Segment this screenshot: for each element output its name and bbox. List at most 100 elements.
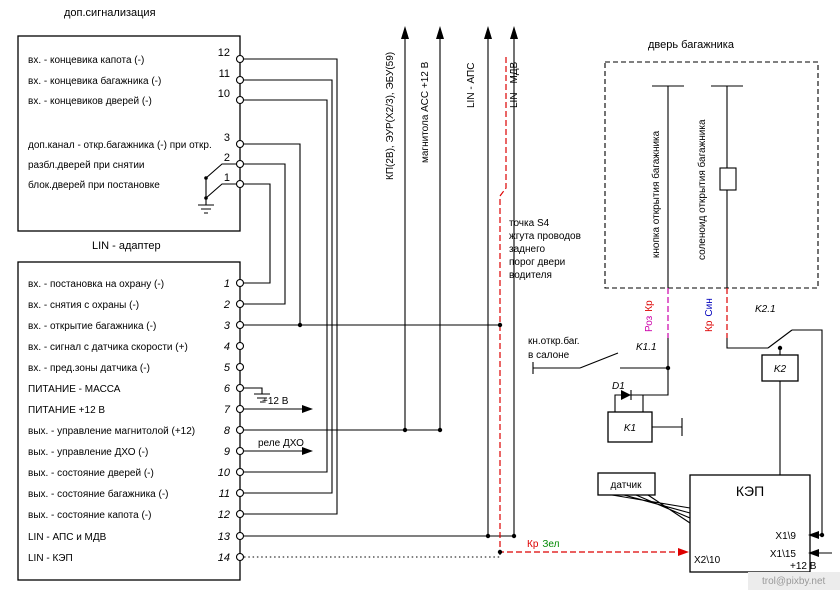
wire-label-kr-sin: КрСин — [704, 298, 715, 332]
lin-pin-label: вых. - состояние капота (-) — [28, 510, 151, 521]
wire-hood-status — [244, 58, 338, 515]
arrow-up-icon — [436, 26, 444, 39]
alarm-pin-number: 3 — [224, 132, 230, 144]
lin-pin-label: вх. - пред.зоны датчика (-) — [28, 363, 150, 374]
wire-color-word: Кр — [527, 539, 539, 550]
switch-symbol-k11 — [532, 352, 668, 374]
bus-label: КП(2В), ЭУР(Х2/3), ЭБУ(59) — [385, 52, 396, 180]
watermark-background — [748, 572, 840, 590]
lin-pin-number: 9 — [224, 446, 230, 458]
plus12-label: +12 В — [262, 396, 289, 407]
wire-trunk-status — [244, 79, 333, 494]
lin-pin-number: 1 — [224, 278, 230, 290]
pin-terminal — [235, 425, 245, 435]
junction-dot — [204, 196, 208, 200]
junction-dot — [497, 549, 503, 555]
bus-label: магнитола АСС +12 В — [420, 61, 431, 163]
sensor-label: датчик — [611, 480, 643, 491]
wire-doors-status — [244, 99, 328, 473]
switch-symbol — [205, 163, 237, 179]
junction-dot — [485, 533, 491, 539]
arrow-left-icon — [808, 549, 819, 557]
lin-pin-label: вх. - снятия с охраны (-) — [28, 300, 139, 311]
alarm-pin-number: 11 — [219, 68, 230, 80]
pin-terminal — [235, 320, 245, 330]
k2-label: K2 — [774, 364, 787, 375]
wire-label-roz-kr: РозКр — [644, 300, 655, 332]
wire-color-word: Зел — [542, 539, 559, 550]
trunk-button-label: кнопка открытия багажника — [650, 130, 662, 258]
k1-label: K1 — [624, 423, 636, 434]
wire-sensor-bundle — [611, 494, 691, 524]
wire-lin-kep-dotted — [244, 552, 501, 558]
lin-pin-number: 6 — [224, 383, 231, 395]
junction-dot — [437, 427, 443, 433]
lin-pin-number: 12 — [218, 509, 230, 521]
wire-unlock-to-disarm — [243, 163, 286, 305]
junction-dot — [297, 322, 303, 328]
pin-terminal — [235, 54, 245, 64]
junction-dot — [497, 322, 503, 328]
switch-symbol — [205, 183, 237, 199]
diode-symbol — [621, 390, 631, 400]
pin-terminal — [235, 531, 245, 541]
pin-terminal — [235, 488, 245, 498]
pin-terminal — [235, 467, 245, 477]
arrow-right-icon — [302, 447, 313, 455]
pin-terminal — [235, 341, 245, 351]
ground-symbol — [652, 418, 683, 436]
ground-symbol — [198, 178, 214, 214]
arrow-right-icon — [678, 548, 689, 556]
trunk-solenoid-label: соленоид открытия багажника — [696, 119, 708, 260]
junction-dot — [204, 176, 208, 180]
bus-label: LIN - МДВ — [509, 61, 520, 108]
s4-note-line: точка S4 — [509, 218, 550, 229]
wire-color-word: Роз — [644, 315, 655, 332]
alarm-pin-number: 1 — [224, 172, 230, 184]
lin-pin-label: LIN - АПС и МДВ — [28, 532, 107, 543]
k11-label: K1.1 — [636, 342, 657, 353]
lin-pin-number: 8 — [224, 425, 231, 437]
s4-note-line: жгута проводов — [509, 231, 581, 242]
pin-terminal — [235, 179, 245, 189]
alarm-pin-number: 2 — [224, 152, 230, 164]
lin-pin-number: 3 — [224, 320, 231, 332]
pin-terminal — [235, 509, 245, 519]
arrow-left-icon — [808, 531, 819, 539]
alarm-pin-label: вх. - концевика багажника (-) — [28, 75, 161, 87]
lin-pin-label: вх. - открытие багажника (-) — [28, 320, 156, 332]
alarm-unit-box — [17, 35, 241, 232]
lin-pin-number: 11 — [219, 488, 230, 500]
s4-note-line: заднего — [509, 244, 545, 255]
pin-terminal — [235, 95, 245, 105]
cabin-button-label: в салоне — [528, 350, 570, 361]
alarm-pin-label: разбл.дверей при снятии — [28, 159, 145, 171]
s4-note-line: порог двери — [509, 257, 565, 268]
pin-terminal — [235, 278, 245, 288]
junction-dot — [777, 345, 783, 351]
pin-terminal — [235, 383, 245, 393]
lin-pin-label: ПИТАНИЕ - МАССА — [28, 384, 121, 395]
solenoid-coil-symbol — [719, 167, 737, 191]
lin-pin-number: 14 — [218, 552, 230, 564]
lin-pin-number: 7 — [224, 404, 231, 416]
lin-pin-label: вых. - состояние багажника (-) — [28, 488, 169, 500]
cabin-button-label: кн.откр.баг. — [528, 335, 580, 347]
arrow-up-icon — [401, 26, 409, 39]
pin-terminal — [235, 75, 245, 85]
wire-lock-to-arm — [243, 183, 271, 284]
wire-k21-circuit — [726, 329, 823, 535]
wire-to-k1 — [643, 338, 669, 396]
kep-plus12-label: +12 В — [790, 561, 817, 572]
trunk-door-dashed-box — [604, 61, 819, 289]
wire-color-word: Кр — [704, 320, 715, 332]
lin-adapter-box — [17, 261, 241, 581]
pin-terminal — [235, 299, 245, 309]
k21-label: K2.1 — [755, 304, 776, 315]
alarm-pin-label: вх. - концевика капота (-) — [28, 55, 144, 66]
kep-title: КЭП — [736, 483, 764, 499]
ground-symbol — [244, 387, 270, 403]
junction-dot — [511, 533, 517, 539]
